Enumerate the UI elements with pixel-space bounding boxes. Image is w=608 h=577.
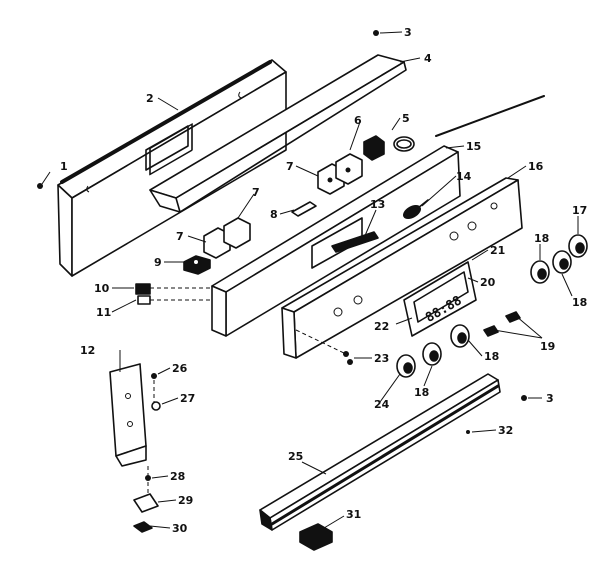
screw-3-bottom xyxy=(521,395,527,401)
lower-switches xyxy=(183,217,251,275)
knob-18b xyxy=(552,250,572,274)
label-9: 9 xyxy=(154,256,162,269)
label-3-top: 3 xyxy=(404,26,412,39)
knob-18a xyxy=(530,260,550,284)
switch-lamp xyxy=(331,199,429,253)
label-23: 23 xyxy=(374,352,389,365)
clip-31 xyxy=(299,523,333,551)
label-26: 26 xyxy=(172,362,188,375)
label-25: 25 xyxy=(288,450,303,463)
label-32: 32 xyxy=(498,424,513,437)
label-18-a: 18 xyxy=(534,232,549,245)
label-30: 30 xyxy=(172,522,188,535)
upper-switches xyxy=(317,153,363,195)
label-29: 29 xyxy=(178,494,193,507)
label-12: 12 xyxy=(80,344,95,357)
top-trim-strip xyxy=(149,54,407,213)
screws-23 xyxy=(295,329,353,365)
label-18-d: 18 xyxy=(414,386,429,399)
label-18-b: 18 xyxy=(572,296,587,309)
label-7-right: 7 xyxy=(252,186,260,199)
label-5: 5 xyxy=(402,112,410,125)
knob-18c xyxy=(450,324,470,348)
label-10: 10 xyxy=(94,282,110,295)
label-27: 27 xyxy=(180,392,195,405)
label-22: 22 xyxy=(374,320,389,333)
screw-1 xyxy=(37,183,43,189)
label-19: 19 xyxy=(540,340,555,353)
terminal-block xyxy=(135,283,212,305)
bottom-trim-bar xyxy=(259,373,501,531)
coil xyxy=(363,135,415,161)
screw-32 xyxy=(466,430,470,434)
label-20: 20 xyxy=(480,276,496,289)
label-7-upper: 7 xyxy=(286,160,294,173)
label-17: 17 xyxy=(572,204,587,217)
label-1: 1 xyxy=(60,160,68,173)
label-3-bottom: 3 xyxy=(546,392,554,405)
label-7-left: 7 xyxy=(176,230,184,243)
label-21: 21 xyxy=(490,244,505,257)
knobs xyxy=(396,234,588,378)
knob-18d xyxy=(422,342,442,366)
label-11: 11 xyxy=(96,306,111,319)
front-control-panel xyxy=(281,177,523,359)
label-18-c: 18 xyxy=(484,350,499,363)
label-28: 28 xyxy=(170,470,185,483)
label-2: 2 xyxy=(146,92,154,105)
label-4: 4 xyxy=(424,52,432,65)
rod xyxy=(435,95,545,137)
leader-lines xyxy=(41,31,579,529)
label-15: 15 xyxy=(466,140,481,153)
screw-3-top xyxy=(373,30,379,36)
label-13: 13 xyxy=(370,198,385,211)
knob-17 xyxy=(568,234,588,258)
side-bracket xyxy=(109,363,161,533)
back-guard-panel xyxy=(57,59,287,277)
bracket xyxy=(291,201,317,217)
label-31: 31 xyxy=(346,508,361,521)
part-number-labels: 1 2 3 3 4 5 6 7 7 7 8 9 10 11 12 13 14 1… xyxy=(60,26,587,535)
label-6: 6 xyxy=(354,114,362,127)
knob-24 xyxy=(396,354,416,378)
label-8: 8 xyxy=(270,208,278,221)
label-16: 16 xyxy=(528,160,544,173)
label-24: 24 xyxy=(374,398,390,411)
label-14: 14 xyxy=(456,170,472,183)
